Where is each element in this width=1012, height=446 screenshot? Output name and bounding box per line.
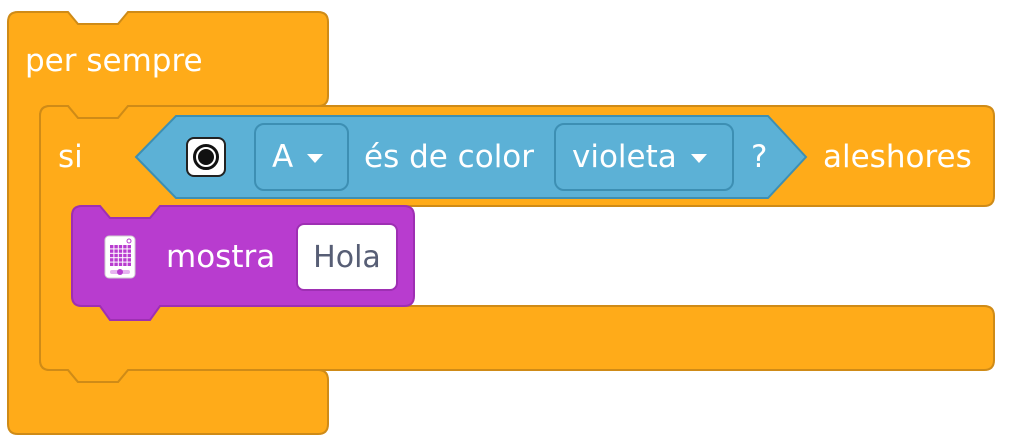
port-dropdown[interactable]: A: [254, 123, 349, 191]
color-dropdown[interactable]: violeta: [554, 123, 734, 191]
display-label: mostra: [166, 239, 276, 275]
display-text-input[interactable]: Hola: [296, 223, 398, 291]
condition-label: és de color: [364, 139, 535, 175]
chevron-down-icon: [307, 153, 324, 163]
port-dropdown-value: A: [272, 139, 294, 175]
display-text-value: Hola: [313, 239, 381, 275]
color-sensor-icon: [186, 137, 226, 177]
forever-label: per sempre: [25, 43, 203, 79]
chevron-down-icon: [690, 153, 707, 163]
then-label: aleshores: [823, 139, 972, 175]
question-mark: ?: [751, 139, 768, 175]
light-matrix-icon: [104, 235, 136, 279]
if-label: si: [58, 139, 83, 175]
color-dropdown-value: violeta: [572, 139, 677, 175]
